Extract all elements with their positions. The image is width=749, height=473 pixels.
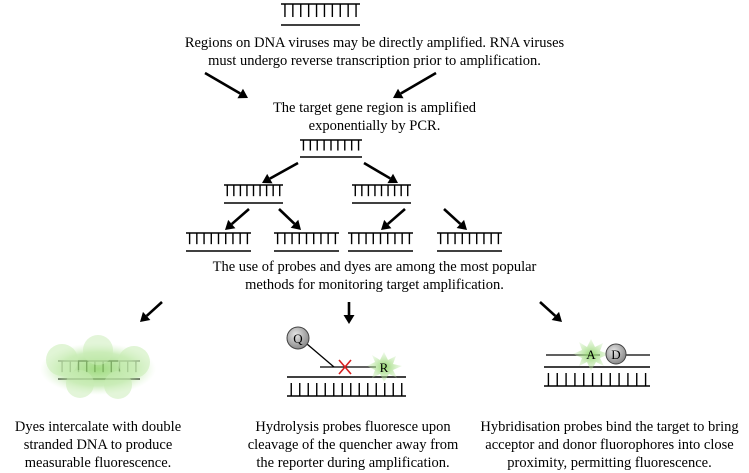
step1-line1: Regions on DNA viruses may be directly a… <box>184 35 565 51</box>
arrow-gen1-left-a <box>225 208 250 230</box>
arrow-to-dyes <box>140 301 163 322</box>
acceptor-label: A <box>586 347 596 362</box>
step2-caption: The target gene region is amplified expo… <box>220 99 529 135</box>
hydrolysis-line3: the reporter during amplification. <box>256 455 450 471</box>
step2-line1: The target gene region is amplified <box>272 100 477 116</box>
donor-ball <box>605 343 627 365</box>
step1-caption: Regions on DNA viruses may be directly a… <box>120 34 629 70</box>
step1-line2: must undergo reverse transcription prior… <box>208 53 541 69</box>
step2-line2: exponentially by PCR. <box>308 118 441 134</box>
quencher-label: Q <box>293 331 303 346</box>
cleavage-mark <box>338 359 352 375</box>
dna-hybridisation <box>544 366 650 387</box>
arrow-pcr-left <box>262 161 299 184</box>
dna-gen1-left <box>224 184 283 204</box>
arrow-gen1-right-a <box>381 208 406 230</box>
arrow-left-to-pcr <box>204 71 248 99</box>
step3-caption: The use of probes and dyes are among the… <box>150 258 599 294</box>
hydrolysis-caption: Hydrolysis probes fluoresce upon cleavag… <box>232 418 474 472</box>
reporter-label: R <box>380 360 389 375</box>
dyes-line2: stranded DNA to produce <box>23 437 173 453</box>
hybridisation-line3: proximity, permitting fluorescence. <box>507 455 712 471</box>
reporter-fluorescence-burst <box>367 352 402 382</box>
dna-gen2-d <box>437 232 502 252</box>
hybridisation-line2: acceptor and donor fluorophores into clo… <box>485 437 734 453</box>
dna-gen2-c <box>348 232 413 252</box>
hydrolysis-probe <box>286 326 402 382</box>
arrow-right-to-pcr <box>393 71 437 99</box>
arrow-to-hydrolysis <box>343 302 355 324</box>
quencher-ball <box>286 326 310 350</box>
hybridisation-caption: Hybridisation probes bind the target to … <box>470 418 749 472</box>
dna-gen2-b <box>274 232 339 252</box>
arrow-gen1-right-b <box>443 208 467 230</box>
dna-top <box>281 3 360 26</box>
dyes-line1: Dyes intercalate with double <box>14 419 182 435</box>
hybridisation-line1: Hybridisation probes bind the target to … <box>480 419 739 435</box>
acceptor-fluorescence-burst <box>573 339 609 371</box>
hydrolysis-line1: Hydrolysis probes fluoresce upon <box>255 419 451 435</box>
step3-line1: The use of probes and dyes are among the… <box>212 259 537 275</box>
step3-line2: methods for monitoring target amplificat… <box>245 277 504 293</box>
dna-gen2-a <box>186 232 251 252</box>
dna-pcr <box>300 139 362 158</box>
dna-gen1-right <box>352 184 411 204</box>
dyes-line3: measurable fluorescence. <box>24 455 172 471</box>
donor-label: D <box>611 347 620 362</box>
arrow-gen1-left-b <box>278 208 301 230</box>
hydrolysis-line2: cleavage of the quencher away from <box>247 437 459 453</box>
dye-fluorescence-cloud <box>40 335 156 399</box>
hybridisation-probes <box>546 339 650 371</box>
dyes-caption: Dyes intercalate with double stranded DN… <box>0 418 196 472</box>
arrow-pcr-right <box>363 161 398 184</box>
arrow-to-hybridisation <box>539 301 562 322</box>
dna-hydrolysis <box>287 376 406 397</box>
